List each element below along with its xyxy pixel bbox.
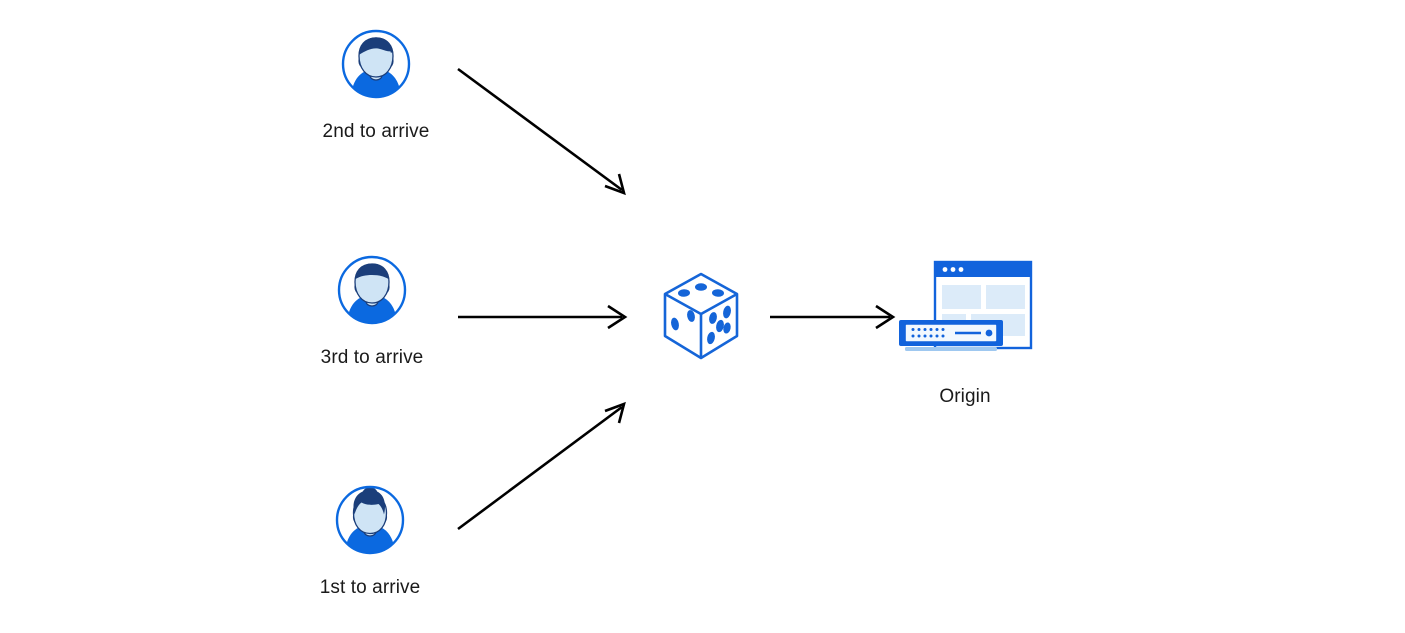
router-device <box>899 320 1003 351</box>
client-label-1st: 1st to arrive <box>319 577 421 598</box>
dice-icon <box>657 268 745 369</box>
client-label-3rd: 3rd to arrive <box>320 347 424 368</box>
origin-server-icon <box>895 258 1035 371</box>
arrow-2nd-to-dice <box>457 67 626 196</box>
user-avatar-icon <box>336 254 408 331</box>
origin-label: Origin <box>939 386 991 407</box>
origin-node[interactable]: Origin <box>890 258 1040 409</box>
client-node-3rd[interactable]: 3rd to arrive <box>302 254 442 370</box>
arrow-3rd-to-dice <box>458 304 628 330</box>
user-avatar-icon <box>334 484 406 561</box>
arrow-dice-to-origin <box>770 304 896 330</box>
client-node-2nd[interactable]: 2nd to arrive <box>306 28 446 144</box>
client-label-2nd: 2nd to arrive <box>322 121 430 142</box>
client-node-1st[interactable]: 1st to arrive <box>300 484 440 600</box>
randomizer-node[interactable] <box>655 268 747 369</box>
arrow-1st-to-dice <box>457 401 626 531</box>
user-avatar-icon <box>340 28 412 105</box>
